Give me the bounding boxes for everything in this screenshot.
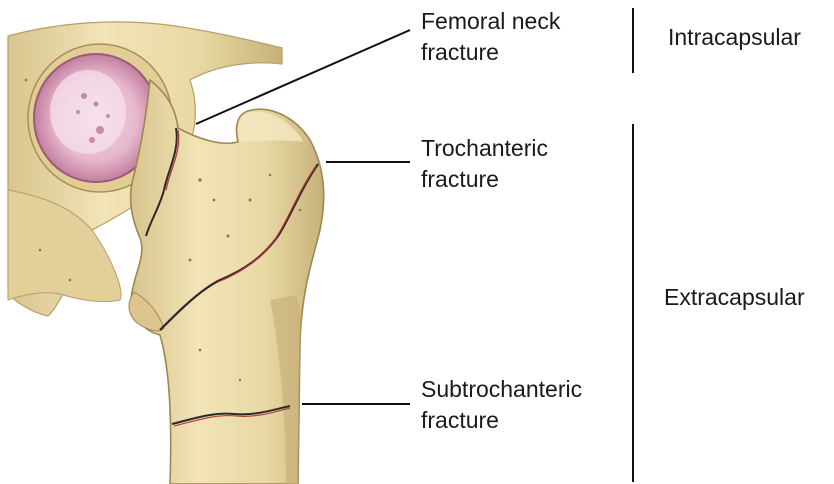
label-line: Subtrochanteric: [421, 374, 582, 405]
femoral-head-highlight: [50, 70, 126, 154]
label-extracapsular: Extracapsular: [664, 282, 805, 313]
label-line: fracture: [421, 405, 582, 436]
group-label: Extracapsular: [664, 282, 805, 313]
label-line: Trochanteric: [421, 133, 548, 164]
label-line: Femoral neck: [421, 6, 560, 37]
label-intracapsular: Intracapsular: [668, 22, 801, 53]
label-line: fracture: [421, 37, 560, 68]
group-label: Intracapsular: [668, 22, 801, 53]
label-line: fracture: [421, 164, 548, 195]
label-subtrochanteric-fracture: Subtrochanteric fracture: [421, 374, 582, 436]
label-femoral-neck-fracture: Femoral neck fracture: [421, 6, 560, 68]
label-trochanteric-fracture: Trochanteric fracture: [421, 133, 548, 195]
